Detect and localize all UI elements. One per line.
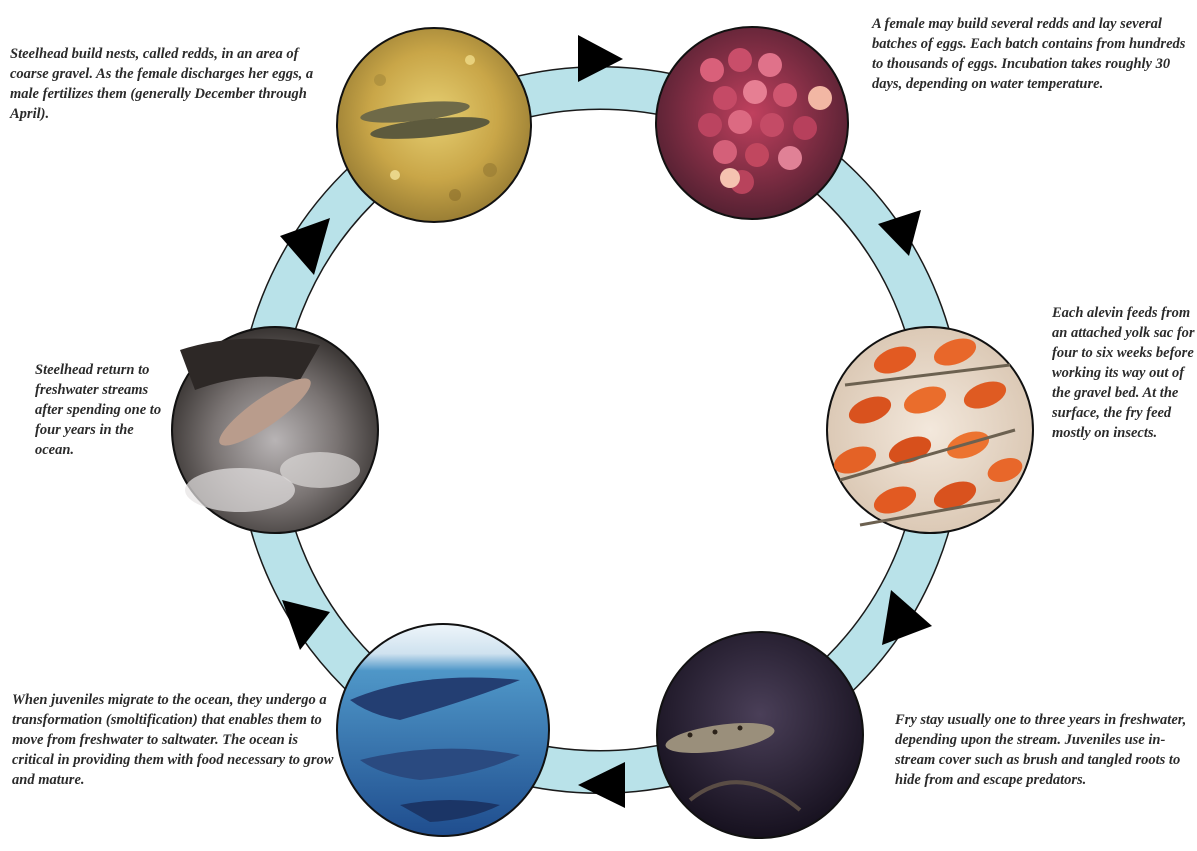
caption-redds: Steelhead build nests, called redds, in …: [10, 44, 330, 124]
caption-return: Steelhead return to freshwater streams a…: [35, 360, 175, 460]
photo-estuary-ocean: [337, 624, 549, 836]
caption-alevin: Each alevin feeds from an attached yolk …: [1052, 303, 1197, 443]
photo-alevin: [827, 327, 1033, 533]
photo-spawning-gravel: [337, 28, 531, 222]
photo-eggs: [656, 27, 848, 219]
caption-smolt: When juveniles migrate to the ocean, the…: [12, 690, 342, 790]
photo-juvenile-fry: [657, 632, 863, 838]
photo-adult-rapids: [172, 327, 378, 533]
caption-eggs: A female may build several redds and lay…: [872, 14, 1197, 94]
caption-fry: Fry stay usually one to three years in f…: [895, 710, 1197, 790]
